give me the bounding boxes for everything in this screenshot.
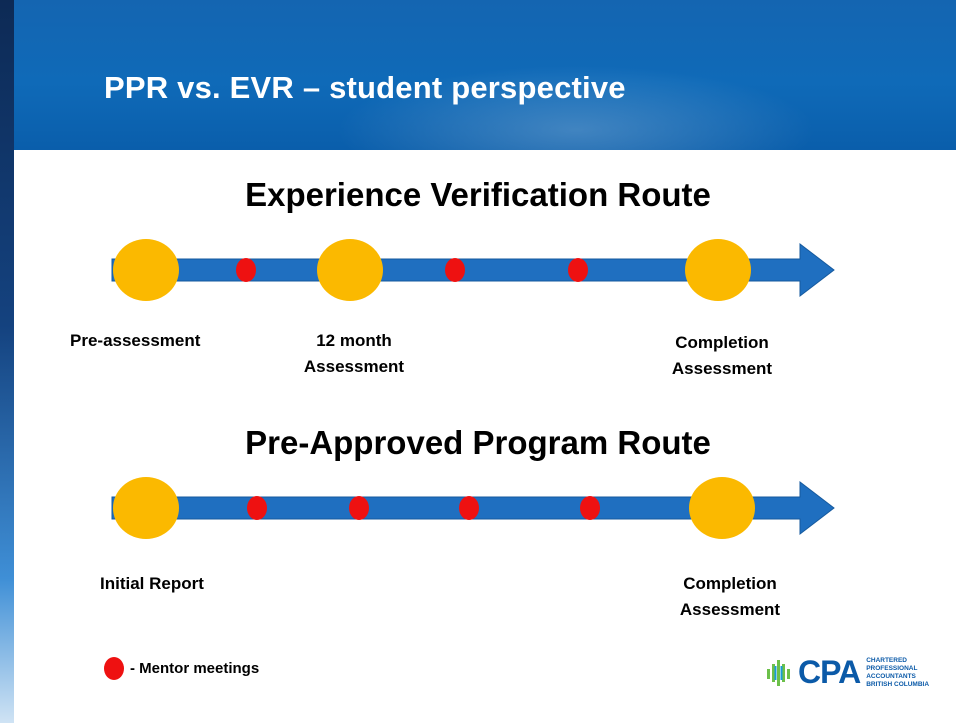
ppr-label-completion-line2: Assessment: [679, 600, 781, 619]
cpa-logo: CPA CHARTERED PROFESSIONAL ACCOUNTANTS B…: [764, 654, 929, 691]
ppr-milestone-completion: [689, 477, 755, 539]
ppr-label-completion-line1: Completion: [683, 574, 777, 593]
evr-arrow: [111, 242, 835, 298]
evr-title: Experience Verification Route: [245, 176, 711, 213]
legend: - Mentor meetings: [104, 657, 259, 680]
ppr-label-initial-report-text: Initial Report: [100, 574, 204, 593]
ppr-label-completion: Completion Assessment: [660, 571, 800, 623]
ppr-label-initial-report: Initial Report: [100, 571, 260, 597]
evr-label-12-month-line2: Assessment: [303, 357, 405, 376]
evr-label-completion-line2: Assessment: [671, 359, 773, 378]
evr-label-pre-assessment-text: Pre-assessment: [70, 331, 201, 350]
ppr-mentor-meeting: [349, 496, 369, 520]
evr-label-12-month: 12 month Assessment: [284, 328, 424, 380]
ppr-mentor-meeting: [247, 496, 267, 520]
evr-label-12-month-line1: 12 month: [316, 331, 392, 350]
evr-label-pre-assessment: Pre-assessment: [70, 328, 230, 354]
evr-milestone-pre-assessment: [113, 239, 179, 301]
slide-title: PPR vs. EVR – student perspective: [104, 70, 626, 105]
logo-line-4: BRITISH COLUMBIA: [866, 680, 930, 688]
ppr-title: Pre-Approved Program Route: [245, 424, 711, 461]
evr-mentor-meeting: [568, 258, 588, 282]
evr-mentor-meeting: [236, 258, 256, 282]
logo-line-2: PROFESSIONAL: [866, 664, 918, 672]
logo-wordmark: CPA: [798, 654, 861, 690]
ppr-mentor-meeting: [580, 496, 600, 520]
maple-leaf-icon: [767, 659, 790, 686]
left-accent-bar: [0, 0, 14, 723]
legend-text: - Mentor meetings: [130, 660, 260, 677]
header-banner: [14, 0, 956, 200]
logo-tagline: CHARTERED PROFESSIONAL ACCOUNTANTS BRITI…: [866, 657, 929, 689]
ppr-mentor-meeting: [459, 496, 479, 520]
evr-label-completion-line1: Completion: [675, 333, 769, 352]
evr-milestone-completion: [685, 239, 751, 301]
logo-line-1: CHARTERED: [866, 656, 907, 664]
ppr-milestone-initial-report: [113, 477, 179, 539]
logo-line-3: ACCOUNTANTS: [866, 672, 916, 680]
header-glow: [316, 60, 836, 200]
legend-mentor-dot: [104, 657, 124, 680]
ppr-timeline: [111, 477, 835, 539]
evr-label-completion: Completion Assessment: [652, 330, 792, 382]
evr-milestone-12-month: [317, 239, 383, 301]
evr-timeline: [111, 239, 835, 301]
evr-mentor-meeting: [445, 258, 465, 282]
